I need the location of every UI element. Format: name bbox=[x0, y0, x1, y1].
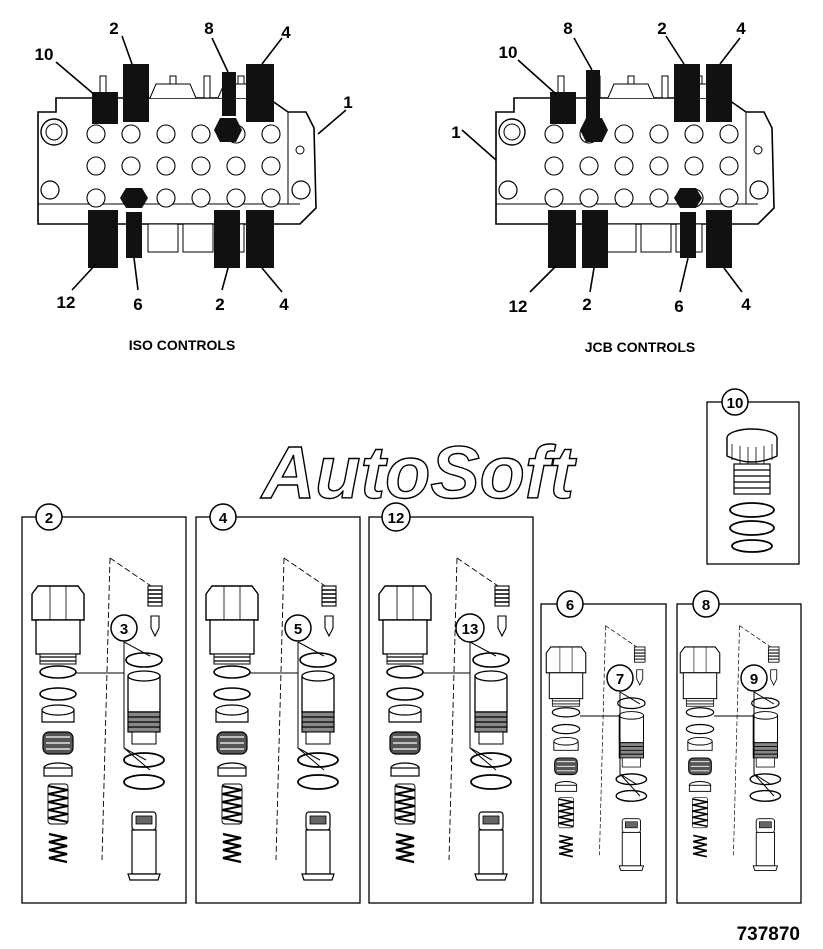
panel-8-seal-label: 9 bbox=[750, 671, 758, 688]
figure-number: 737870 bbox=[737, 924, 800, 945]
jcb-cartridge-4-bottom bbox=[706, 210, 732, 268]
panel-12: 12 13 bbox=[368, 502, 534, 904]
seal-ring-lower bbox=[731, 539, 773, 553]
panel-2-number: 2 bbox=[45, 510, 53, 527]
jcb-label-10: 10 bbox=[499, 43, 518, 62]
jcb-caption: JCB CONTROLS bbox=[585, 339, 695, 355]
jcb-cartridge-2-bottom bbox=[582, 210, 608, 268]
panel-12-seal-label: 13 bbox=[462, 621, 479, 638]
iso-label-2-top: 2 bbox=[109, 19, 118, 38]
iso-cartridge-6-bottom bbox=[126, 212, 142, 258]
jcb-cartridge-6-bottom bbox=[680, 212, 696, 258]
jcb-label-4-top: 4 bbox=[736, 19, 746, 38]
iso-label-4-top: 4 bbox=[281, 23, 291, 42]
iso-cartridge-8-top bbox=[222, 72, 236, 116]
panel-4-number: 4 bbox=[219, 510, 228, 527]
jcb-hex-plug-top bbox=[580, 118, 608, 142]
iso-hex-plug-bottom bbox=[120, 188, 148, 208]
panel-12-number: 12 bbox=[388, 510, 405, 527]
jcb-label-2-top: 2 bbox=[657, 19, 666, 38]
iso-caption: ISO CONTROLS bbox=[129, 337, 236, 353]
panel-10-number: 10 bbox=[727, 395, 744, 412]
watermark: AutoSoft bbox=[260, 431, 578, 514]
jcb-cartridge-4-top bbox=[706, 64, 732, 122]
iso-cartridge-2-top bbox=[123, 64, 149, 122]
jcb-label-2-bottom: 2 bbox=[582, 295, 591, 314]
panel-2-seal-label: 3 bbox=[120, 621, 128, 638]
panel-6-number: 6 bbox=[566, 597, 574, 614]
panel-10: 10 bbox=[706, 388, 800, 565]
iso-label-2-bottom: 2 bbox=[215, 295, 224, 314]
iso-valve-assembly: 10 2 8 4 1 12 6 2 4 ISO CONTROLS bbox=[35, 19, 353, 353]
panel-8-number: 8 bbox=[702, 597, 710, 614]
iso-cartridge-4-top bbox=[246, 64, 274, 122]
iso-cartridge-2-bottom bbox=[214, 210, 240, 268]
panel-8: 8 9 bbox=[676, 590, 802, 904]
jcb-label-1: 1 bbox=[451, 123, 460, 142]
jcb-valve-assembly: 10 8 2 4 1 12 2 6 4 JCB CONTROLS bbox=[451, 19, 775, 355]
iso-cartridge-10-top bbox=[92, 92, 118, 124]
relief-valve-cap bbox=[726, 428, 778, 495]
jcb-cartridge-8-top bbox=[586, 70, 600, 118]
panel-6-seal-label: 7 bbox=[616, 671, 624, 688]
jcb-cartridge-10-top bbox=[550, 92, 576, 124]
iso-label-4-bottom: 4 bbox=[279, 295, 289, 314]
iso-label-6: 6 bbox=[133, 295, 142, 314]
panel-4: 4 5 bbox=[195, 503, 361, 904]
iso-label-1: 1 bbox=[343, 93, 352, 112]
jcb-label-8: 8 bbox=[563, 19, 572, 38]
panel-6: 6 7 bbox=[540, 590, 667, 904]
jcb-label-4-bottom: 4 bbox=[741, 295, 751, 314]
iso-label-12: 12 bbox=[57, 293, 76, 312]
jcb-cartridge-2-top bbox=[674, 64, 700, 122]
iso-cartridge-4-bottom bbox=[246, 210, 274, 268]
seal-ring-mid bbox=[729, 520, 775, 536]
jcb-cartridge-12-bottom bbox=[548, 210, 576, 268]
panel-2: 2 3 bbox=[21, 503, 187, 904]
jcb-hex-plug-bottom bbox=[674, 188, 702, 208]
iso-hex-plug-top bbox=[214, 118, 242, 142]
iso-cartridge-12-bottom bbox=[88, 210, 118, 268]
seal-ring-upper bbox=[729, 502, 775, 518]
panel-4-seal-label: 5 bbox=[294, 621, 302, 638]
iso-label-8: 8 bbox=[204, 19, 213, 38]
iso-label-10: 10 bbox=[35, 45, 54, 64]
jcb-label-6: 6 bbox=[674, 297, 683, 316]
jcb-label-12: 12 bbox=[509, 297, 528, 316]
